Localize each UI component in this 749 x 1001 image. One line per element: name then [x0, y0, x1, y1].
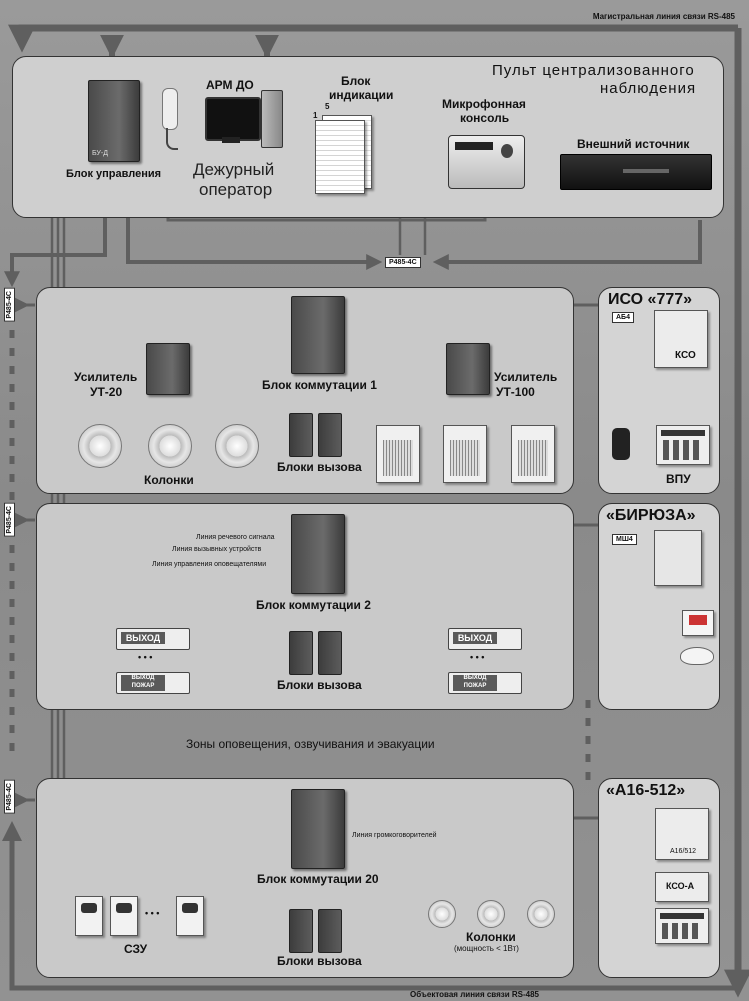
szu-device-1: [75, 896, 103, 936]
switch-unit-2-label: Блок коммутации 2: [256, 598, 371, 612]
rs485-tag-left-2: Р485-4С: [4, 503, 15, 537]
smoke-detector-icon: [680, 647, 714, 665]
kso-a-device: КСО-А: [655, 872, 709, 902]
vpu-label: ВПУ: [666, 472, 691, 486]
control-unit-device: БУ-Д: [88, 80, 140, 162]
kso-device: [654, 310, 708, 368]
indication-label-1: Блок: [341, 74, 371, 88]
rs485-tag-left-3: Р485-4С: [4, 780, 15, 814]
call-line-label: Линия вызывных устройств: [172, 546, 262, 553]
call-units-1-label: Блоки вызова: [277, 460, 362, 474]
switch-unit-2-device: [291, 514, 345, 594]
a16-keypad-device: [655, 908, 709, 944]
reader-device-icon: [612, 428, 630, 460]
monitor-icon: [205, 97, 261, 141]
pc-tower-icon: [261, 90, 283, 148]
central-title-2: наблюдения: [600, 80, 697, 97]
manual-call-point-icon: [682, 610, 714, 636]
speakers-20-label: Колонки: [466, 930, 516, 944]
switch-unit-20-label: Блок коммутации 20: [257, 872, 379, 886]
rs485-tag-center: Р485-4С: [385, 257, 421, 268]
wall-speaker-1: [376, 425, 420, 483]
speech-line-label: Линия речевого сигнала: [196, 534, 275, 541]
indication-sheet-front: [315, 120, 365, 194]
control-unit-label: Блок управления: [66, 168, 162, 180]
call-unit-1b: [318, 413, 342, 457]
szu-device-3: [176, 896, 204, 936]
intercom-handset-icon: [162, 88, 178, 130]
top-line-label: Магистральная линия связи RS-485: [592, 12, 735, 21]
handset-cord-icon: [166, 128, 178, 150]
a16-512-title: «А16-512»: [606, 782, 686, 799]
switch-unit-1-label: Блок коммутации 1: [262, 378, 377, 392]
szu-label: СЗУ: [124, 942, 148, 956]
ceiling-speaker-1: [78, 424, 122, 468]
biryuza-title: «БИРЮЗА»: [606, 507, 696, 524]
indication-label-2: индикации: [329, 88, 394, 102]
amp-ut100-label-1: Усилитель: [494, 370, 558, 384]
small-speaker-1: [428, 900, 456, 928]
iso-777-title: ИСО «777»: [608, 291, 693, 308]
amp-ut20-label-2: УТ-20: [90, 385, 123, 399]
wall-speaker-3: [511, 425, 555, 483]
loud-line-label: Линия громкоговорителей: [352, 832, 437, 839]
operator-line2: оператор: [199, 180, 273, 199]
biryuza-msh4-tag: МШ4: [612, 534, 637, 545]
small-speaker-2: [477, 900, 505, 928]
vpu-keypad-device: [656, 425, 710, 465]
ext-source-label: Внешний источник: [577, 137, 690, 151]
power-note: (мощность < 1Вт): [454, 944, 519, 953]
speakers-label: Колонки: [144, 473, 194, 487]
central-title-1: Пульт централизованного: [492, 62, 695, 79]
indication-num-5: 5: [325, 102, 330, 111]
exit-sign-right: ВЫХОД: [448, 628, 522, 650]
szu-device-2: [110, 896, 138, 936]
amp-ut100-device: [446, 343, 490, 395]
ceiling-speaker-2: [148, 424, 192, 468]
exit-sign-left: ВЫХОД: [116, 628, 190, 650]
call-unit-2a: [289, 631, 313, 675]
amp-ut20-label-1: Усилитель: [74, 370, 138, 384]
bottom-rs485-line: [2, 821, 738, 991]
mic-label-2: консоль: [460, 111, 510, 125]
call-unit-2b: [318, 631, 342, 675]
switch-unit-20-device: [291, 789, 345, 869]
szu-dots: • • •: [145, 908, 160, 918]
call-unit-20b: [318, 909, 342, 953]
amp-ut100-label-2: УТ-100: [496, 385, 535, 399]
operator-line1: Дежурный: [193, 160, 275, 179]
top-rs485-line: [8, 24, 738, 53]
call-unit-20a: [289, 909, 313, 953]
external-source-device: [560, 154, 712, 190]
control-line-label: Линия управления оповещателями: [152, 561, 267, 568]
small-speaker-3: [527, 900, 555, 928]
iso-ab4-tag: АБ4: [612, 312, 634, 323]
wall-speaker-2: [443, 425, 487, 483]
biryuza-panel-device: [654, 530, 702, 586]
monitor-stand-icon: [222, 137, 240, 143]
bottom-line-label: Объектовая линия связи RS-485: [410, 990, 540, 999]
call-unit-1a: [289, 413, 313, 457]
indication-num-1: 1: [313, 111, 318, 120]
dots-left: • • •: [138, 652, 153, 662]
rs485-tag-left-1: Р485-4С: [4, 288, 15, 322]
amp-ut20-device: [146, 343, 190, 395]
kso-label: КСО: [675, 350, 696, 361]
ceiling-speaker-3: [215, 424, 259, 468]
call-units-2-label: Блоки вызова: [277, 678, 362, 692]
arm-label: АРМ ДО: [206, 78, 254, 92]
dots-right: • • •: [470, 652, 485, 662]
call-units-20-label: Блоки вызова: [277, 954, 362, 968]
mic-label-1: Микрофонная: [442, 97, 526, 111]
microphone-console-device: [448, 135, 525, 189]
a16-512-device: А16/512: [655, 808, 709, 860]
zones-caption: Зоны оповещения, озвучивания и эвакуации: [186, 737, 435, 751]
switch-unit-1-device: [291, 296, 345, 374]
